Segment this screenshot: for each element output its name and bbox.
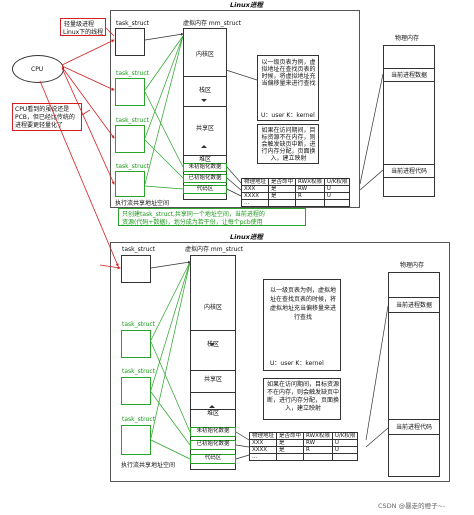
lwp-note: 轻量级进程 Linux下的线程 <box>60 18 106 36</box>
cpu-ellipse: CPU <box>12 55 64 83</box>
p1-page-note: 以一级页表为例，虚拟地址在查找页表的时候，将虚拟地址充当偏移量来进行查找 U：u… <box>257 55 319 121</box>
p1-current-code: 当前进程代码 <box>384 164 434 178</box>
p1-uk-note: U：user K：kernel <box>261 112 315 119</box>
p1-fault-note: 如果在访问期间，目标资源不在内存，则会触发缺页中断，进行内存分配，页面换入，建立… <box>257 124 319 164</box>
p2-init-data: 已初始化数据 <box>190 440 236 450</box>
p1-mm-struct-label: 虚拟内存 mm_struct <box>183 20 241 27</box>
cpu-note-line3: 进程要更轻量化了 <box>15 122 64 129</box>
p2-ts-label-2: task_struct <box>122 368 156 375</box>
middle-note-line2: 资源(代码+数据)，划分成为若干份，让每个pcb使用 <box>122 219 263 226</box>
p1-uninit-label: 未初始化数据 <box>188 164 222 170</box>
panel2-title: Linux进程 <box>230 233 263 241</box>
p1-ts-label-2: task_struct <box>116 117 150 124</box>
p1-kernel-label: 内核区 <box>195 51 214 58</box>
p1-heap-label: 堆区 <box>198 156 211 163</box>
p2-mm-struct-label: 虚拟内存 mm_struct <box>185 246 243 253</box>
table-cell <box>295 199 325 207</box>
p1-uninit-data: 未初始化数据 <box>183 163 227 172</box>
p1-page-table: 物理地址 是否命中 RWX权限 U/K权限 XXX 是 RW U XXXX 是 … <box>240 178 351 207</box>
p2-page-note: 以一级页表为例，虚拟地址在查找页表的时候，将虚拟地址充当偏移量来进行查找 U：u… <box>263 279 341 371</box>
p2-fault-note: 如果在访问期间，目标资源不在内存，则会触发缺页中断，进行内存分配，页面换入，建立… <box>263 378 341 420</box>
panel1-title: Linux进程 <box>230 1 263 9</box>
table-cell <box>276 453 305 461</box>
p1-phys-mem-label: 物理内存 <box>395 35 420 42</box>
p1-stack-area: 栈区 <box>184 77 226 107</box>
p2-current-data-label: 当前进程数据 <box>395 302 432 309</box>
p2-ts-box-3 <box>121 425 151 455</box>
p1-stack-label: 栈区 <box>198 87 211 94</box>
p1-code-label: 代码区 <box>196 186 214 192</box>
p1-ts-label-1: task_struct <box>116 70 150 77</box>
p2-phys-mem: 当前进程数据 当前进程代码 <box>388 272 440 477</box>
p2-page-note-text: 以一级页表为例，虚拟地址在查找页表的时候，将虚拟地址充当偏移量来进行查找 <box>269 287 336 321</box>
p1-shared-area: 共享区 <box>184 107 226 135</box>
p1-ts-box-2 <box>115 125 145 153</box>
p1-phys-mem: 当前进程数据 当前进程代码 <box>383 45 435 197</box>
p2-ts-box-1 <box>121 330 151 358</box>
p2-uk-note: U：user K：kernel <box>270 360 324 367</box>
p2-kernel-label: 内核区 <box>203 304 222 311</box>
p2-ts-label-1: task_struct <box>122 321 156 328</box>
p1-ts-box-1 <box>115 78 145 106</box>
p1-fault-note-text: 如果在访问期间，目标资源不在内存，则会触发缺页中断，进行内存分配，页面换入，建立… <box>261 127 316 162</box>
p1-shared-label: 共享区 <box>195 125 214 132</box>
p1-init-data: 已初始化数据 <box>183 174 227 183</box>
lwp-note-line2: Linux下的线程 <box>63 29 104 36</box>
p1-code-area: 代码区 <box>183 185 227 194</box>
p2-flow-label: 执行流共享地址空间 <box>121 462 176 469</box>
watermark: CSDN @暴走的橙子~- <box>378 502 446 510</box>
p1-page-note-text: 以一级页表为例，虚拟地址在查找页表的时候，将虚拟地址充当偏移量来进行查找 <box>261 59 316 87</box>
p2-phys-mem-label: 物理内存 <box>400 262 425 269</box>
p2-shared-area: 共享区 <box>191 371 235 393</box>
p1-init-label: 已初始化数据 <box>188 175 222 181</box>
cpu-note-line2: PCB，但已经比传统的 <box>15 114 75 121</box>
p2-current-data: 当前进程数据 <box>389 297 439 313</box>
table-cell <box>268 199 297 207</box>
table-row: ... <box>240 199 351 207</box>
table-cell <box>331 453 359 461</box>
p2-shared-label: 共享区 <box>203 376 222 383</box>
p2-fault-note-text: 如果在访问期间，目标资源不在内存，则会触发缺页中断，进行内存分配，页面换入，建立… <box>267 381 340 412</box>
p2-page-table: 物理地址 是否命中 RWX权限 U/K权限 XXX 是 RW U XXXX 是 … <box>248 432 359 461</box>
table-row: ... <box>248 453 359 461</box>
p2-current-code: 当前进程代码 <box>389 419 439 435</box>
p1-kernel-area: 内核区 <box>184 29 226 77</box>
table-row: XXXX 是 R U <box>248 446 359 454</box>
p2-ts-box-2 <box>121 377 151 405</box>
p2-uninit-data: 未初始化数据 <box>190 427 236 437</box>
p1-task-struct-main-label: task_struct <box>116 20 150 27</box>
cpu-note-line1: CPU看到的虽说还是 <box>15 106 70 113</box>
p2-heap-area: 堆区 <box>191 409 235 418</box>
p1-current-data-label: 当前进程数据 <box>390 72 427 79</box>
p1-ts-label-3: task_struct <box>116 163 150 170</box>
cpu-note: CPU看到的虽说还是 PCB，但已经比传统的 进程要更轻量化了 <box>12 103 82 131</box>
p2-uninit-label: 未初始化数据 <box>196 428 230 434</box>
p2-current-code-label: 当前进程代码 <box>395 424 432 431</box>
table-cell <box>303 453 333 461</box>
p2-init-label: 已初始化数据 <box>196 441 230 447</box>
p1-task-struct-main <box>115 28 145 56</box>
p2-ts-label-3: task_struct <box>122 416 156 423</box>
p1-flow-label: 执行流共享地址空间 <box>115 200 170 207</box>
p1-current-data: 当前进程数据 <box>384 68 434 82</box>
p2-code-label: 代码区 <box>204 455 222 461</box>
p2-task-struct-main <box>121 255 151 283</box>
p1-current-code-label: 当前进程代码 <box>390 168 427 175</box>
p2-kernel-area: 内核区 <box>191 256 235 331</box>
cpu-label: CPU <box>31 66 44 73</box>
p2-heap-label: 堆区 <box>206 410 219 417</box>
p2-task-struct-main-label: task_struct <box>122 246 156 253</box>
p1-heap-area: 堆区 <box>184 155 226 163</box>
middle-note: 只创建task_struct,共享同一个地址空间，当前进程的 资源(代码+数据)… <box>118 208 306 226</box>
table-cell <box>323 199 351 207</box>
p1-ts-box-3 <box>115 171 145 197</box>
p2-code-area: 代码区 <box>190 454 236 464</box>
middle-note-line1: 只创建task_struct,共享同一个地址空间，当前进程的 <box>122 211 265 218</box>
lwp-note-line1: 轻量级进程 <box>64 21 95 28</box>
